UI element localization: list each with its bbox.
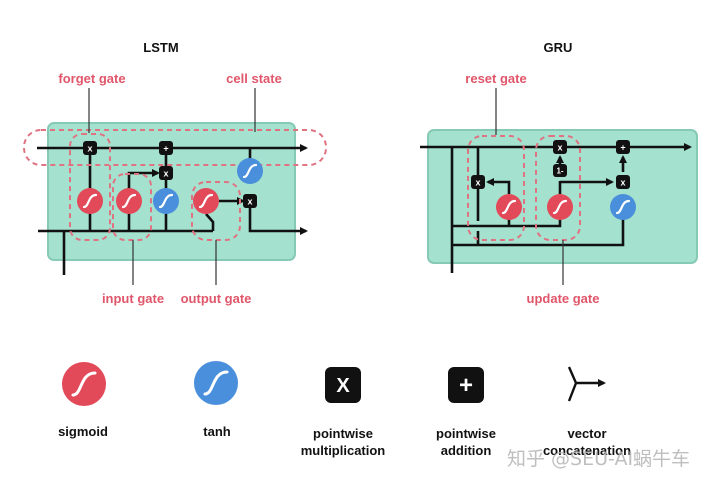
legend-add: + pointwise addition (436, 367, 496, 458)
svg-text:+: + (459, 372, 473, 399)
gru-gate-outlines (467, 135, 581, 241)
cell-state-label: cell state (226, 71, 282, 86)
watermark: 知乎 @SEU-AI蜗牛车 (507, 448, 691, 470)
lstm-label-pointers (88, 88, 256, 285)
legend-tanh-label: tanh (203, 424, 231, 439)
lstm-cell-add: + (159, 141, 173, 155)
svg-text:1-: 1- (556, 167, 563, 176)
vector-concatenation-icon (567, 366, 606, 402)
legend-sigmoid-label: sigmoid (58, 424, 108, 439)
gru-label-pointers (495, 88, 564, 285)
lstm-candidate-tanh (153, 188, 179, 214)
reset-gate-outline (467, 135, 525, 241)
gru-reset-mult: x (471, 175, 485, 189)
gru-update-mult: x (553, 140, 567, 154)
output-gate-label: output gate (181, 291, 252, 306)
legend-tanh: tanh (194, 361, 238, 439)
gru-candidate-tanh (610, 194, 636, 220)
legend-add-label-1: pointwise (436, 426, 496, 441)
pointwise-multiplication-icon: X (325, 367, 361, 403)
svg-text:x: x (163, 169, 168, 179)
gru-candidate-mult: x (616, 175, 630, 189)
reset-gate-label: reset gate (465, 71, 526, 86)
legend-concat-label-1: vector (567, 426, 606, 441)
gru-title: GRU (544, 40, 573, 55)
forget-gate-label: forget gate (58, 71, 125, 86)
svg-text:+: + (163, 144, 168, 154)
legend-mult-label-2: multiplication (301, 443, 386, 458)
gru-one-minus: 1- (553, 164, 567, 177)
pointwise-addition-icon: + (448, 367, 484, 403)
legend-mult: X pointwise multiplication (301, 367, 386, 458)
legend-mult-label-1: pointwise (313, 426, 373, 441)
svg-text:X: X (336, 375, 350, 397)
tanh-icon (194, 361, 238, 405)
svg-text:x: x (247, 197, 252, 207)
lstm-forget-sigmoid (77, 188, 103, 214)
svg-text:+: + (620, 143, 625, 153)
update-gate-outline (535, 135, 581, 241)
legend-sigmoid: sigmoid (58, 362, 108, 439)
lstm-output-sigmoid (193, 188, 219, 214)
gru-update-sigmoid (547, 194, 573, 220)
legend-concat-label-2: concatenation (543, 443, 631, 458)
legend-add-label-2: addition (441, 443, 492, 458)
input-gate-label: input gate (102, 291, 164, 306)
lstm-input-sigmoid (116, 188, 142, 214)
svg-text:x: x (475, 178, 480, 188)
legend-concat: vector concatenation (543, 366, 631, 458)
forget-gate-outline (69, 133, 111, 241)
lstm-output-tanh (237, 158, 263, 184)
svg-text:x: x (87, 144, 92, 154)
lstm-input-mult: x (159, 166, 173, 180)
lstm-forget-mult: x (83, 141, 97, 155)
lstm-title: LSTM (143, 40, 178, 55)
svg-text:x: x (620, 178, 625, 188)
sigmoid-icon (62, 362, 106, 406)
update-gate-label: update gate (527, 291, 600, 306)
gru-add: + (616, 140, 630, 154)
svg-text:x: x (557, 143, 562, 153)
gru-reset-sigmoid (496, 194, 522, 220)
input-gate-outline (112, 173, 152, 241)
lstm-output-mult: x (243, 194, 257, 208)
